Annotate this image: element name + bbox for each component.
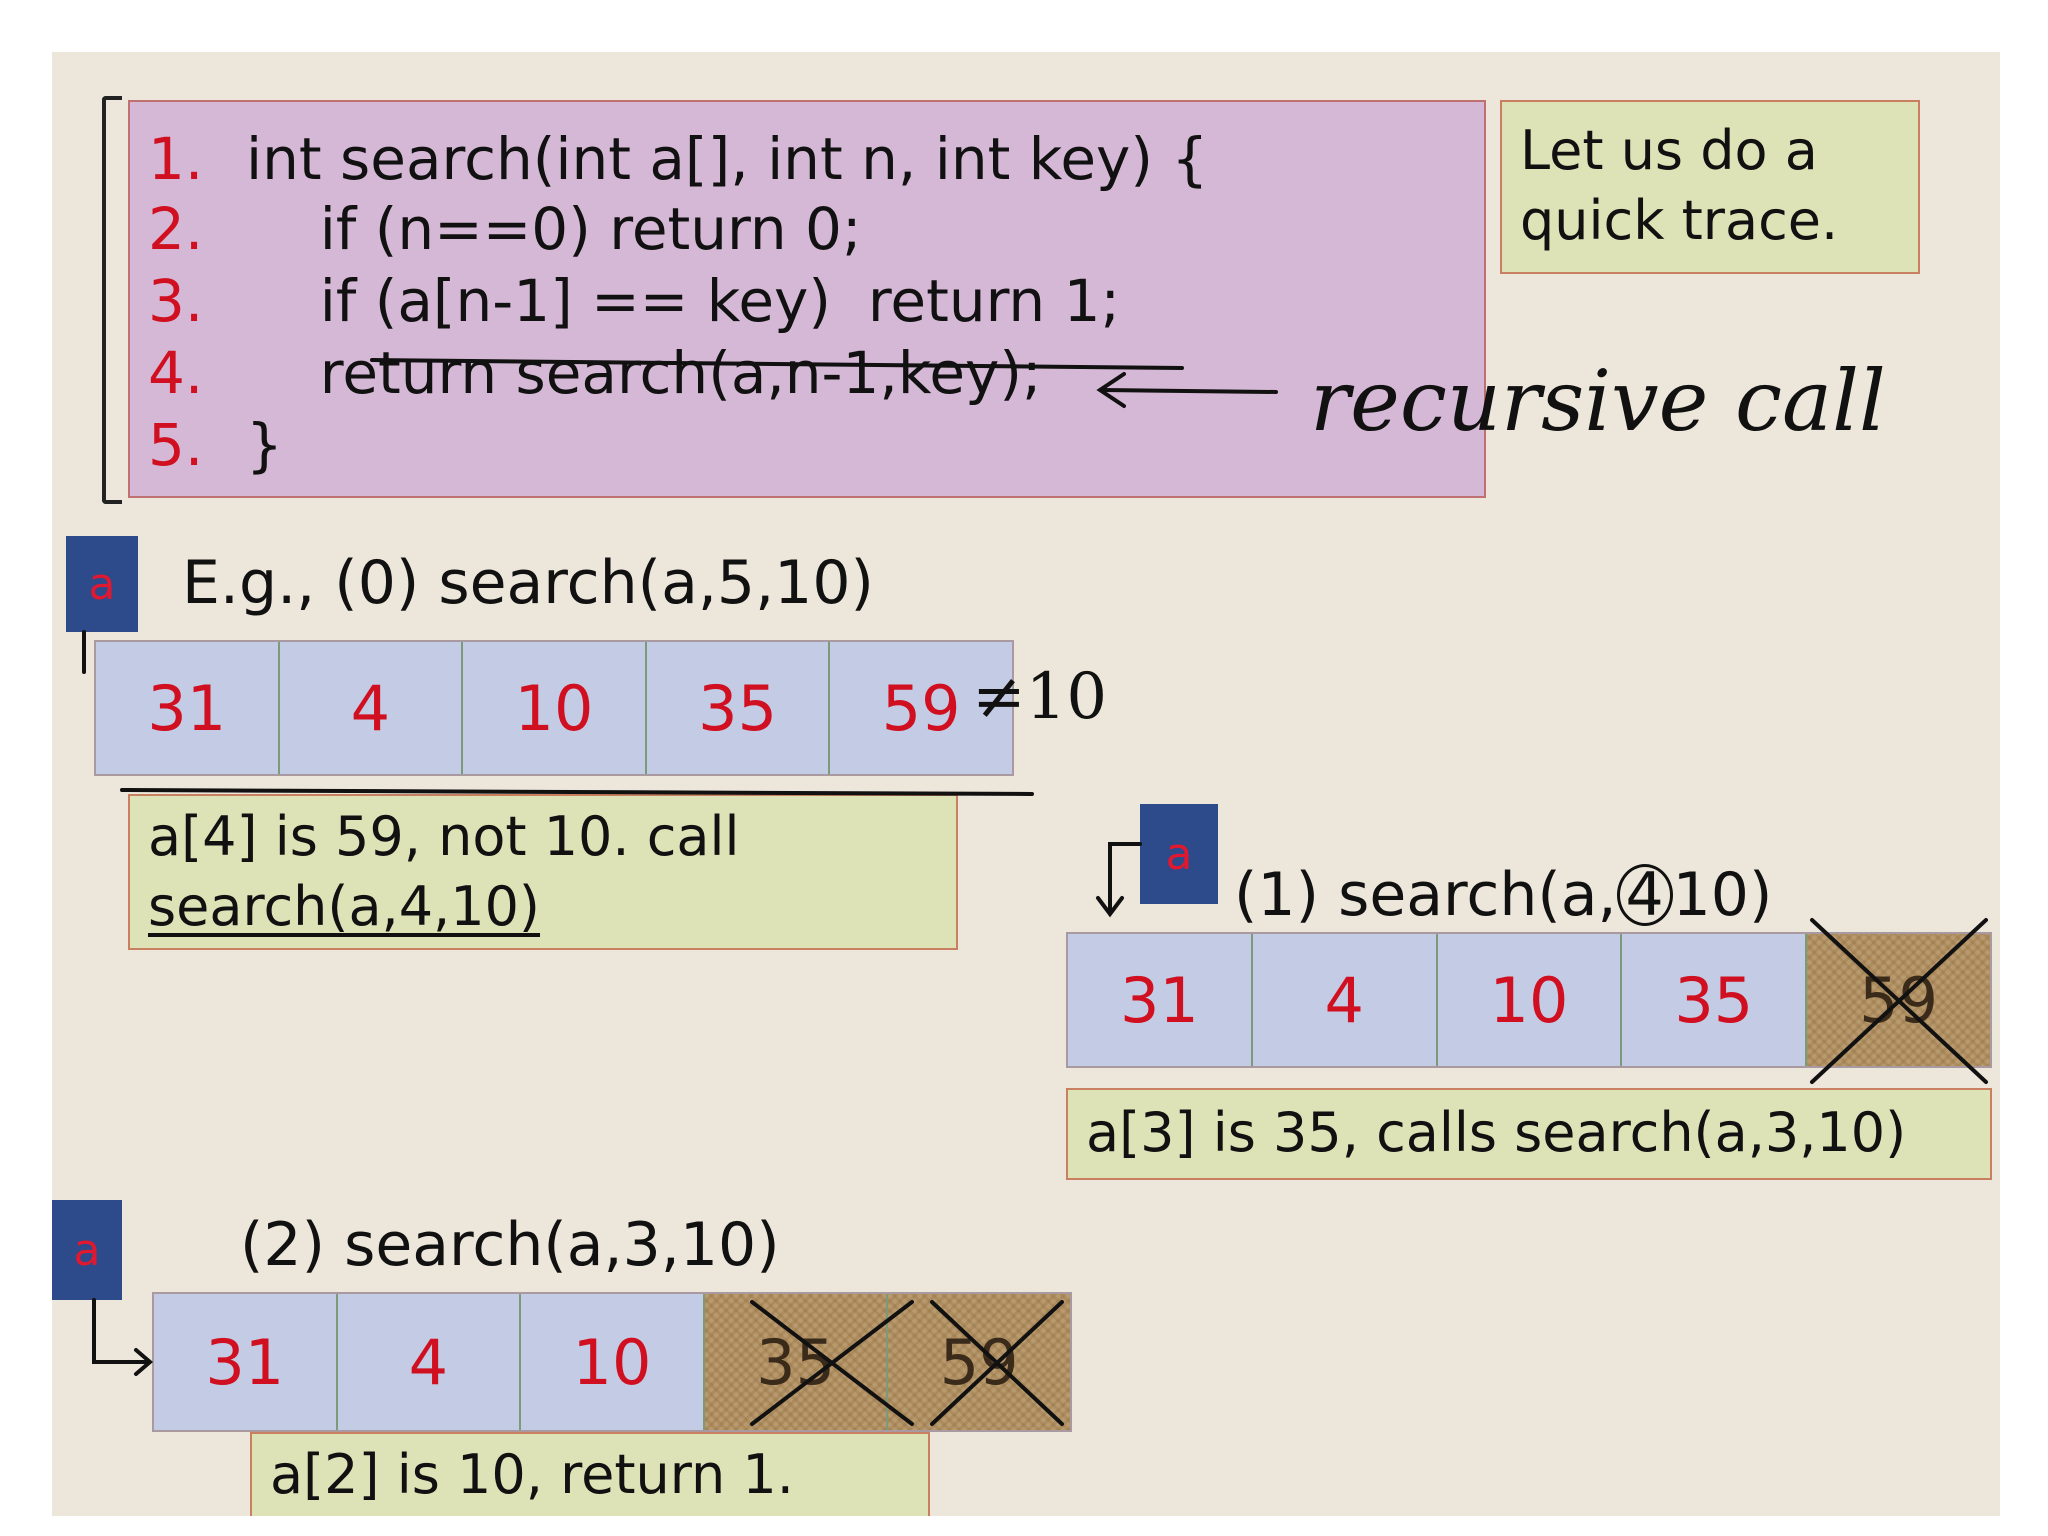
code-text: return search(a,n-1,key); [246, 339, 1042, 407]
array-cell: 31 [96, 642, 280, 774]
step-2-array: 31 4 10 35 59 [152, 1292, 1072, 1432]
array-cell-eliminated: 59 [1807, 934, 1990, 1066]
left-brace [102, 96, 122, 504]
array-tag-2: a [52, 1200, 122, 1300]
line-number: 5. [148, 411, 204, 479]
line-number: 2. [148, 195, 204, 263]
trace-note-line-1: Let us do a [1520, 119, 1818, 182]
line-number: 1. [148, 125, 204, 193]
step-1-heading-suffix: 10) [1672, 860, 1773, 930]
step-0-array: 31 4 10 35 59 [94, 640, 1014, 776]
code-line-1: 1. int search(int a[], int n, int key) { [148, 124, 1208, 194]
tag-pointer-arrow-head [134, 1348, 154, 1376]
array-cell: 10 [1437, 934, 1623, 1066]
array-cell: 31 [154, 1294, 338, 1430]
array-cell: 35 [646, 642, 831, 774]
step-0-note-line-1: a[4] is 59, not 10. call [148, 805, 740, 868]
line-number: 4. [148, 339, 204, 407]
step-2-note: a[2] is 10, return 1. [250, 1432, 930, 1516]
code-text: int search(int a[], int n, int key) { [246, 125, 1209, 193]
step-1-heading-prefix: (1) search(a, [1234, 860, 1617, 930]
array-cell: 10 [521, 1294, 705, 1430]
circled-argument: 4 [1616, 864, 1673, 926]
code-line-4: 4. return search(a,n-1,key); [148, 338, 1042, 408]
code-text: } [246, 411, 283, 479]
code-line-2: 2. if (n==0) return 0; [148, 194, 862, 264]
array-cell: 10 [463, 642, 647, 774]
tag-pointer-arrow-head [1096, 896, 1124, 918]
trace-note-line-2: quick trace. [1520, 189, 1839, 252]
step-1-note: a[3] is 35, calls search(a,3,10) [1066, 1088, 1992, 1180]
array-cell: 4 [337, 1294, 522, 1430]
array-cell: 59 [830, 642, 1012, 774]
code-text: if (a[n-1] == key) return 1; [246, 267, 1121, 335]
array-tag-0: a [66, 536, 138, 632]
step-0-heading: E.g., (0) search(a,5,10) [182, 548, 874, 618]
slide: 1.int search(int a[], int n, int key) { … [52, 52, 2000, 1516]
step-1-array: 31 4 10 35 59 [1066, 932, 1992, 1068]
code-line-5: 5.} [148, 410, 283, 480]
array-cell: 35 [1622, 934, 1808, 1066]
array-cell-eliminated: 59 [888, 1294, 1070, 1430]
array-cell: 4 [279, 642, 464, 774]
step-0-note-line-2: search(a,4,10) [148, 875, 541, 938]
handwritten-recursive-call: recursive call [1310, 352, 1886, 450]
code-text: if (n==0) return 0; [246, 195, 862, 263]
code-line-3: 3. if (a[n-1] == key) return 1; [148, 266, 1120, 336]
array-tag-1: a [1140, 804, 1218, 904]
step-2-heading: (2) search(a,3,10) [240, 1210, 780, 1280]
array-cell: 31 [1068, 934, 1253, 1066]
tag-pointer-arrow [92, 1298, 150, 1364]
array-cell-eliminated: 35 [704, 1294, 889, 1430]
trace-note-box: Let us do a quick trace. [1500, 100, 1920, 274]
step-0-note: a[4] is 59, not 10. call search(a,4,10) [128, 794, 958, 950]
not-equal-annotation: ≠10 [972, 660, 1108, 734]
array-cell: 4 [1252, 934, 1438, 1066]
tag-pointer-arrow [1108, 842, 1142, 912]
code-block: 1.int search(int a[], int n, int key) { … [128, 100, 1486, 498]
line-number: 3. [148, 267, 204, 335]
